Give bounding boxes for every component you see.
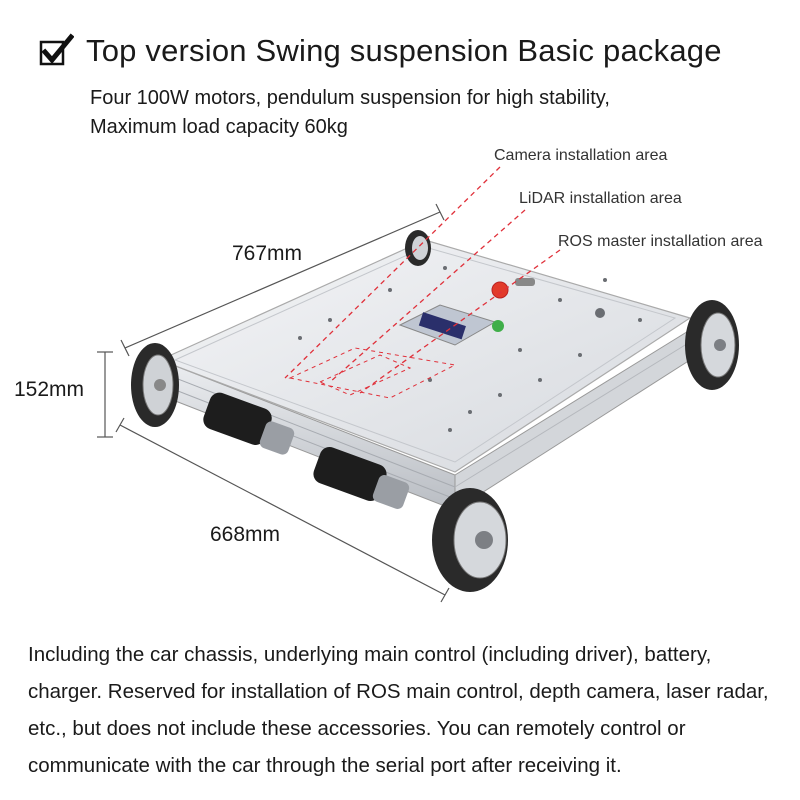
header: Top version Swing suspension Basic packa… (38, 30, 778, 72)
top-plate (158, 239, 692, 473)
dimension-line-width (115, 417, 450, 603)
callout-label-ros: ROS master installation area (558, 233, 763, 250)
dimension-height-label: 152mm (14, 378, 85, 401)
mecanum-wheel-front-right (432, 488, 508, 592)
mecanum-wheel-front-left (131, 343, 179, 427)
robot-chassis-illustration (97, 166, 739, 603)
callout-label-lidar: LiDAR installation area (519, 190, 682, 207)
dimension-width-label: 668mm (210, 523, 281, 546)
motor-rear-left (313, 446, 410, 509)
dimension-line-length (120, 203, 445, 357)
dimension-line-height (97, 351, 113, 438)
mecanum-wheel-rear-right (685, 300, 739, 390)
callout-line-ros (359, 249, 561, 394)
subtitle: Four 100W motors, pendulum suspension fo… (90, 84, 610, 142)
page-title: Top version Swing suspension Basic packa… (86, 33, 722, 68)
callout-lines (284, 166, 561, 394)
motor-front-left (203, 392, 295, 455)
mounting-holes (298, 266, 642, 432)
callout-label-camera: Camera installation area (494, 147, 668, 164)
subtitle-line-2: Maximum load capacity 60kg (90, 116, 348, 138)
subtitle-line-1: Four 100W motors, pendulum suspension fo… (90, 87, 610, 109)
checkbox-check-icon (39, 33, 74, 66)
mecanum-wheel-rear-left (405, 230, 431, 266)
package-description: Including the car chassis, underlying ma… (28, 643, 769, 777)
dimension-length-label: 767mm (232, 242, 303, 265)
callout-line-lidar (329, 209, 526, 383)
reserved-installation-zones (288, 347, 457, 399)
emergency-stop-button (491, 281, 509, 299)
